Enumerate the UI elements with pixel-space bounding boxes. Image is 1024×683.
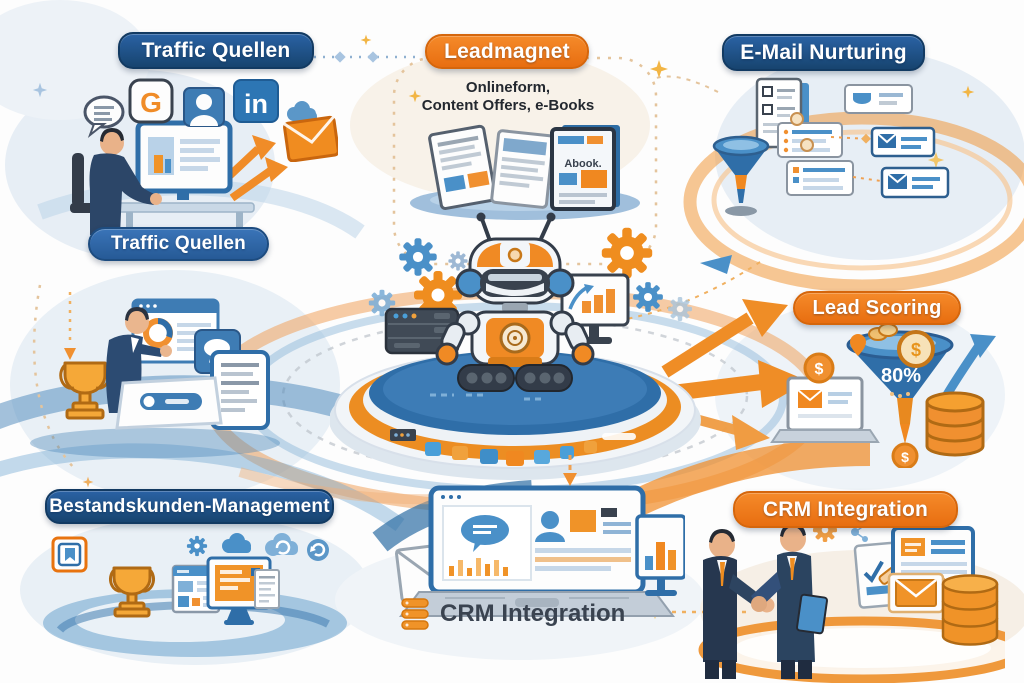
email-orbit-ring: [683, 111, 1024, 293]
server-icon: [384, 307, 460, 355]
trophy-icon-2: [109, 566, 155, 618]
illustration-presenter: [30, 298, 280, 458]
pin-icon: [850, 334, 866, 356]
label-lead-scoring: Lead Scoring: [793, 291, 961, 325]
envelope-card-icon: [887, 572, 945, 614]
label-crm-integration-right: CRM Integration: [733, 491, 958, 528]
bookmark-tile-icon: [51, 536, 88, 573]
coin-icon-left: $: [803, 352, 835, 384]
platform-icon-band: [425, 433, 636, 466]
counter-search-bar: [115, 376, 223, 430]
cloud-sync-icon: [265, 533, 298, 556]
cloud-icon-1: [222, 533, 251, 553]
robot-mascot: [435, 212, 595, 392]
message-list-card-2: [786, 160, 854, 196]
svg-text:$: $: [901, 449, 909, 465]
label-email-nurturing: E-Mail Nurturing: [722, 34, 925, 71]
contact-person-icon: [183, 87, 225, 127]
svg-text:Abook.: Abook.: [564, 158, 601, 170]
cloud-icon: [287, 101, 317, 121]
illustration-crm-handshake: [698, 518, 1005, 683]
coin-icon-top: $: [897, 330, 935, 368]
illustration-robot-platform: [330, 212, 701, 486]
google-icon: G: [128, 78, 174, 124]
businessman-right: [751, 523, 828, 679]
svg-text:$: $: [911, 340, 921, 360]
illustration-lead-scoring: 80% $ $ $: [770, 323, 996, 468]
tablet-doc-icon: [210, 350, 270, 430]
coin-stack-icon: [868, 323, 898, 341]
email-card-open-icon: [844, 84, 913, 114]
laptop-icon: [770, 376, 880, 443]
svg-text:$: $: [815, 361, 824, 378]
seated-person: [70, 128, 162, 235]
database-icon: [925, 391, 985, 457]
down-flow-arrow: [563, 455, 577, 486]
email-card-2: [880, 166, 950, 199]
leadmagnet-subtitle-line1: Onlineform,: [465, 79, 551, 96]
chat-bubble-icon: [83, 95, 125, 138]
chart-monitor-icon: [560, 273, 630, 344]
envelope-icon: [283, 115, 338, 162]
document-icon-3: [254, 569, 280, 609]
label-traffic-quellen-top: Traffic Quellen: [118, 32, 314, 69]
blue-arrow-icon: [700, 255, 732, 274]
svg-text:in: in: [244, 89, 268, 119]
gear-icon-small: [186, 535, 208, 557]
trophy-icon: [59, 361, 111, 420]
leadmagnet-subtitle: Onlineform, Content Offers, e-Books: [393, 79, 623, 116]
leadmagnet-subtitle-line2: Content Offers, e-Books: [421, 97, 595, 115]
nurture-funnel-icon: [712, 112, 814, 216]
svg-text:G: G: [140, 87, 162, 118]
database-icon-small: [401, 598, 429, 630]
document-icon-2: [490, 129, 555, 209]
platform: [330, 351, 701, 480]
growth-arrows-icon: [222, 135, 288, 202]
document-icon-1: [428, 124, 498, 210]
label-traffic-quellen-mid: Traffic Quellen: [88, 227, 269, 261]
ebook-icon: Abook.: [550, 125, 620, 211]
monitor-icon: [135, 120, 233, 200]
refresh-icon: [307, 539, 329, 561]
email-card-1: [870, 126, 936, 158]
crm-integration-caption: CRM Integration: [400, 598, 625, 630]
illustration-leadmagnet-docs: Abook.: [410, 124, 640, 220]
crm-integration-caption-text: CRM Integration: [440, 600, 626, 627]
linkedin-icon: in: [233, 79, 279, 123]
label-bestandskunden-management: Bestandskunden-Management: [45, 489, 334, 524]
label-leadmagnet: Leadmagnet: [425, 34, 589, 69]
illustration-man-at-desk: [70, 120, 288, 235]
svg-text:80%: 80%: [881, 365, 921, 387]
coin-icon-bottom: $: [891, 442, 919, 468]
crm-laptop-icon: [399, 485, 675, 617]
illustration-bestandskunden: [43, 533, 347, 657]
dashed-links: [830, 133, 882, 182]
illustration-crm-laptop: [395, 485, 685, 617]
chart-monitor-icon-2: [635, 514, 685, 596]
database-icon-2: [941, 574, 999, 646]
traffic-source-icons: G in: [83, 78, 338, 162]
illustration-email-nurturing: [712, 77, 950, 216]
